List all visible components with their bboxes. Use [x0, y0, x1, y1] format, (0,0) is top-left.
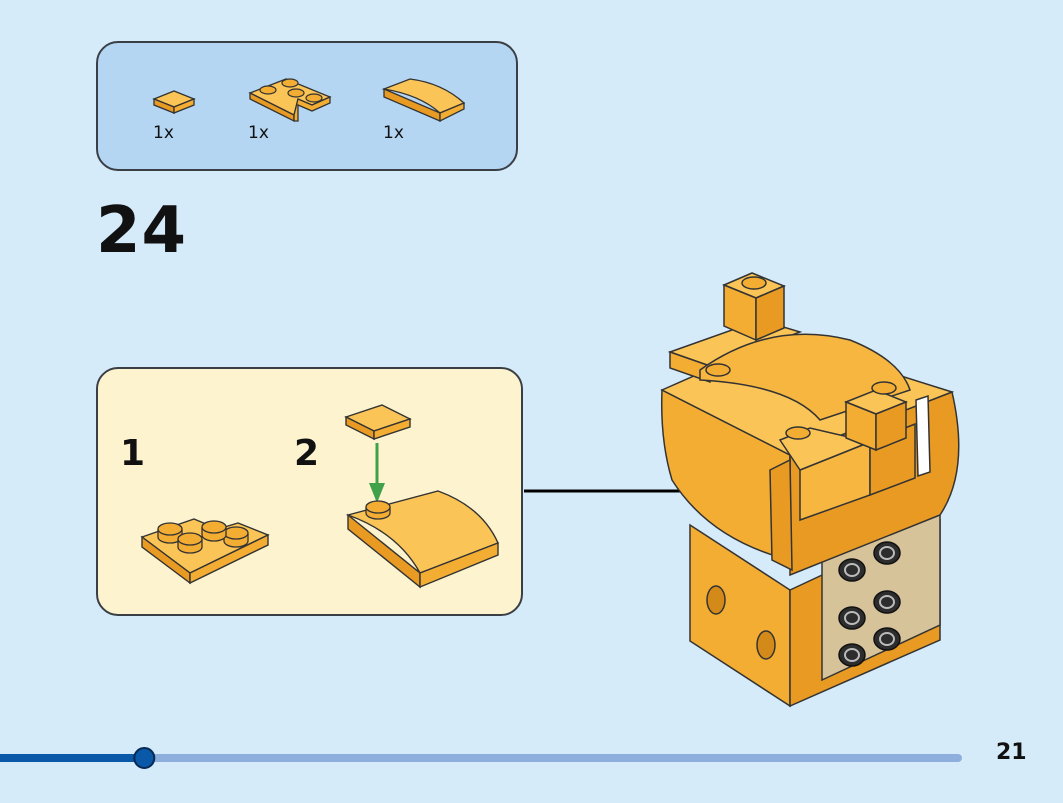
part-quantity: 1x — [153, 123, 174, 143]
substep-number: 1 — [120, 433, 146, 474]
substep-number: 2 — [294, 433, 320, 474]
slope-curved-orange-icon — [381, 78, 466, 123]
step-number: 24 — [96, 194, 188, 268]
plate-corner-2x2-orange-icon — [248, 78, 332, 123]
tile-1x1-orange-icon — [344, 404, 412, 441]
part-quantity: 1x — [383, 123, 404, 143]
substep-illustration — [140, 404, 499, 589]
green-down-arrow-icon — [369, 443, 385, 503]
part-quantity: 1x — [248, 123, 269, 143]
progress-track — [0, 754, 962, 762]
substep-box: 1 2 — [96, 367, 523, 616]
slope-curved-orange-icon — [345, 490, 499, 589]
tile-1x1-orange-icon — [152, 90, 196, 114]
progress-fill — [0, 754, 145, 762]
page-number: 21 — [996, 740, 1027, 765]
parts-list-box: 1x 1x 1x — [96, 41, 518, 171]
progress-bar — [0, 754, 962, 762]
brickheadz-model-icon — [660, 272, 960, 708]
plate-corner-2x2-orange-icon — [140, 518, 270, 585]
callout-arrow-icon — [524, 478, 792, 504]
